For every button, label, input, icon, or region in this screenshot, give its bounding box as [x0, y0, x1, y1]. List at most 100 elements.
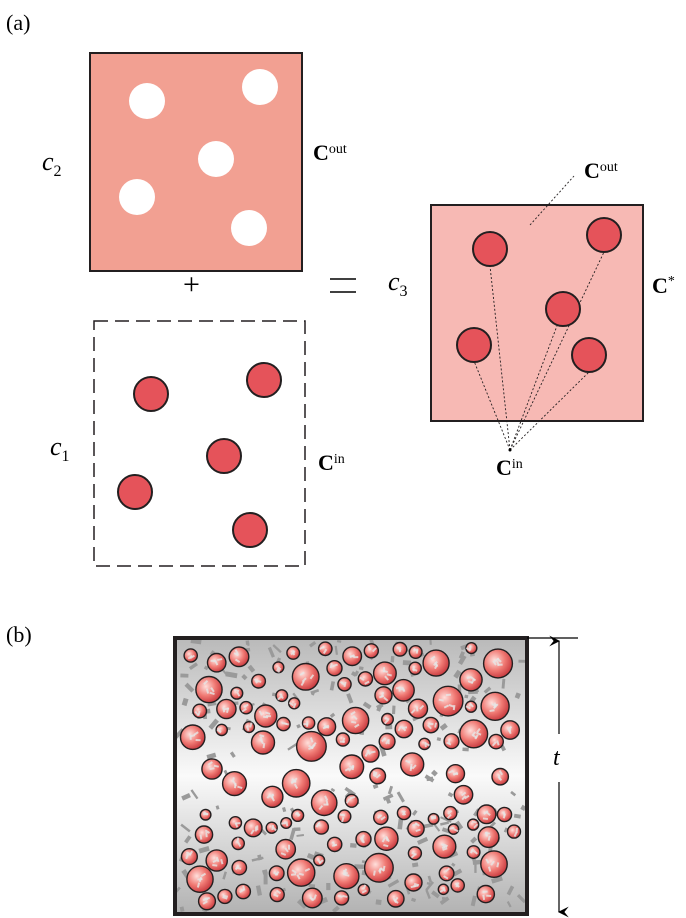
- particle: [476, 804, 497, 825]
- particle-flake: [337, 894, 343, 898]
- particle-flake: [434, 661, 439, 668]
- particle: [363, 852, 394, 883]
- fiber-flake: [514, 692, 521, 699]
- particle-flake: [290, 779, 296, 785]
- particle-flake: [323, 803, 329, 806]
- particle-flake: [295, 812, 301, 817]
- fiber-flake: [184, 682, 195, 693]
- inclusion: [232, 512, 268, 548]
- fiber-flake: [257, 854, 263, 861]
- particle-flake: [491, 741, 497, 747]
- particle: [195, 675, 223, 704]
- particle-flake: [496, 862, 500, 868]
- fiber-flake: [391, 705, 396, 715]
- fiber-flake: [354, 670, 360, 677]
- particle: [333, 890, 350, 906]
- particle-flake: [442, 843, 448, 848]
- particle-flake: [197, 878, 203, 881]
- particle-flake: [253, 678, 258, 684]
- composite-slab: [173, 636, 529, 916]
- fiber-flake: [501, 678, 506, 689]
- fiber-flake: [334, 645, 339, 655]
- fiber-flake: [491, 875, 503, 884]
- particle: [466, 845, 481, 860]
- particle-flake: [482, 890, 488, 893]
- particle: [288, 697, 301, 710]
- particle: [447, 823, 460, 835]
- particle: [269, 886, 285, 903]
- particle-flake: [381, 737, 387, 743]
- fiber-flake: [385, 724, 393, 730]
- particle-flake: [262, 715, 269, 719]
- particle-flake: [449, 826, 455, 830]
- particle-flake: [483, 810, 489, 815]
- fiber-flake: [520, 804, 527, 812]
- inclusions-box: [93, 320, 306, 567]
- particle-flake: [384, 675, 389, 681]
- particle-flake: [234, 688, 240, 692]
- particle-flake: [439, 888, 445, 893]
- fiber-flake: [458, 651, 465, 660]
- fiber-flake: [433, 823, 441, 832]
- fiber-flake: [261, 869, 268, 875]
- particle: [254, 704, 278, 728]
- particle-flake: [234, 658, 241, 663]
- fiber-flake: [439, 896, 450, 905]
- cin-label-right: Cin: [496, 455, 523, 480]
- particle: [179, 724, 206, 751]
- particle-flake: [256, 679, 262, 683]
- particle-flake: [204, 829, 211, 834]
- particle-flake: [203, 812, 209, 816]
- fiber-flake: [198, 846, 210, 854]
- particle-flake: [234, 822, 239, 828]
- fiber-flake: [188, 662, 198, 671]
- particle-flake: [313, 894, 317, 900]
- particle-flake: [254, 826, 258, 832]
- particle-flake: [471, 820, 477, 824]
- particle-flake: [415, 706, 419, 712]
- fiber-flake: [296, 724, 301, 729]
- particle-flake: [293, 783, 299, 789]
- fiber-flake: [427, 875, 433, 883]
- particle: [372, 809, 389, 826]
- particle-flake: [342, 894, 348, 898]
- fiber-flake: [272, 644, 282, 654]
- particle-flake: [384, 717, 390, 721]
- particle-flake: [371, 647, 377, 653]
- particle: [407, 819, 425, 838]
- c2-label: c2: [42, 147, 62, 180]
- particle-flake: [309, 674, 315, 680]
- fiber-flake: [470, 836, 478, 844]
- particle-flake: [339, 740, 345, 743]
- particle-flake: [375, 773, 381, 779]
- particle-flake: [498, 769, 504, 776]
- particle-flake: [370, 750, 376, 754]
- particle-flake: [200, 872, 207, 878]
- fiber-flake: [350, 843, 357, 848]
- particle-flake: [205, 832, 208, 838]
- particle-flake: [308, 744, 314, 749]
- particle-flake: [222, 896, 228, 900]
- fiber-flake: [402, 660, 412, 666]
- particle-flake: [383, 719, 389, 725]
- fiber-flake: [225, 671, 238, 679]
- particle-flake: [448, 703, 454, 708]
- particle-flake: [233, 652, 239, 657]
- fiber-flake: [387, 879, 400, 888]
- particle-flake: [271, 793, 274, 799]
- fiber-flake: [330, 787, 336, 793]
- particle-flake: [199, 834, 203, 840]
- particle-flake: [349, 765, 355, 769]
- particle-flake: [197, 710, 201, 717]
- inclusion: [246, 362, 282, 398]
- fiber-flake: [372, 783, 379, 790]
- particle-flake: [397, 686, 401, 692]
- particle: [228, 646, 250, 668]
- fiber-flake: [462, 747, 469, 752]
- particle-flake: [482, 894, 486, 901]
- fiber-flake: [221, 669, 228, 676]
- particle-flake: [486, 894, 492, 897]
- fiber-flake: [184, 835, 192, 844]
- particle: [291, 662, 320, 691]
- particle-flake: [446, 813, 452, 819]
